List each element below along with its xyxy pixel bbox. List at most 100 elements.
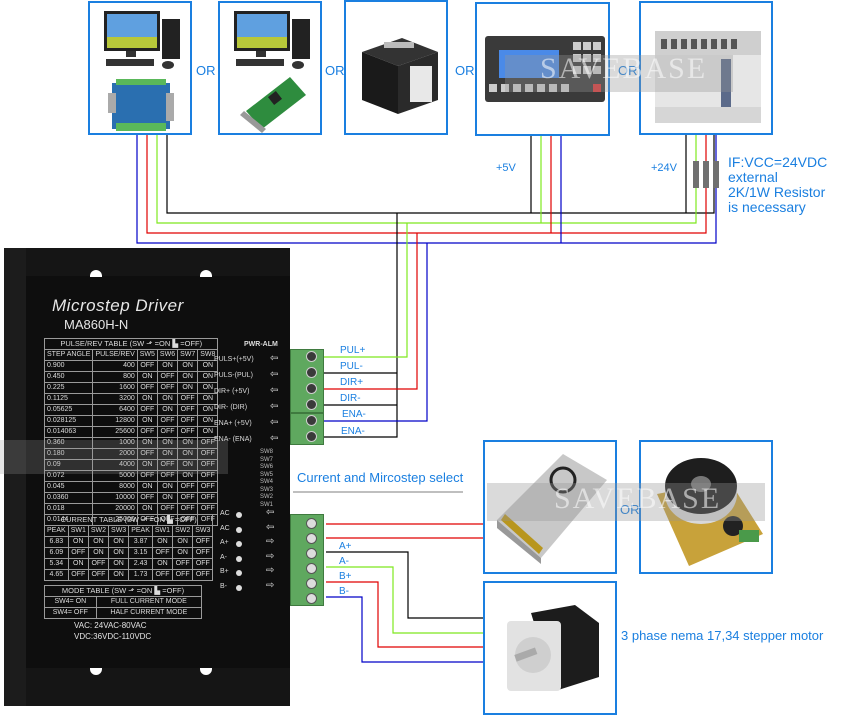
mount-hole: [200, 668, 212, 675]
wire-label-ena-1: ENA-: [342, 409, 366, 420]
power-pin-label: B-: [220, 582, 227, 590]
microstep-driver: Microstep Driver MA860H-N PULSE/REV TABL…: [4, 248, 290, 706]
signal-pin-label: PULS-(PUL): [214, 372, 253, 379]
switching-power-supply-icon: [497, 454, 607, 564]
wire-label-b-minus: B-: [339, 586, 349, 597]
arrow-left-icon: ⇦: [270, 401, 279, 412]
wire-label-ena-2: ENA-: [341, 426, 365, 437]
device-box-stepper-motor: [483, 581, 617, 715]
terminal-screw-icon: [306, 518, 317, 529]
terminal-screw-icon: [306, 367, 317, 378]
plus5v-label: +5V: [496, 162, 516, 174]
pulse-rev-table: PULSE/REV TABLE (SW ⬏ =ON ▙ =OFF) STEP A…: [43, 338, 219, 526]
wire-label-a-plus: A+: [339, 541, 352, 552]
wire-blue-top: [136, 133, 717, 244]
wire-label-pul-plus: PUL+: [340, 345, 366, 356]
terminal-screw-icon: [306, 533, 317, 544]
toroidal-transformer-icon: [657, 458, 763, 566]
arrow-left-icon: ⇦: [270, 385, 279, 396]
terminal-dot-icon: [236, 512, 242, 518]
watermark-strip-psu: [487, 483, 765, 521]
power-pin-label: B+: [220, 568, 229, 575]
dip-switch-label: SW8: [260, 449, 274, 455]
terminal-dot-icon: [236, 584, 242, 591]
wire-label-a-minus: A-: [339, 556, 349, 567]
dip-switch-label: SW1: [260, 501, 274, 508]
mount-hole: [90, 270, 102, 277]
wire-label-b-plus: B+: [339, 571, 352, 582]
stepper-motor-icon: [507, 605, 599, 691]
power-pin-label: A+: [220, 539, 229, 546]
mount-hole: [90, 668, 102, 675]
wire-green-top: [156, 133, 697, 224]
current-table-title: CURRENT TABLE (SW ⬏ =ON ▙ =OFF): [43, 514, 214, 526]
arrow-right-icon: ⇨: [266, 579, 275, 591]
driver-top-bracket: [26, 248, 290, 276]
watermark-strip-top: [505, 55, 733, 92]
wire-red-top: [146, 133, 707, 234]
terminal-screw-icon: [306, 563, 317, 574]
device-box-text-display: [475, 2, 610, 136]
power-pin-label: AC: [220, 524, 230, 532]
pc-monitor-icon: [234, 11, 310, 69]
driver-model: MA860H-N: [64, 317, 129, 332]
arrow-right-icon: ⇨: [266, 565, 275, 576]
terminal-screw-icon: [306, 431, 317, 442]
signal-pin-label: PULS+(+5V): [214, 356, 254, 363]
arrow-left-icon: ⇦: [270, 433, 279, 444]
driver-flange: [4, 248, 26, 706]
watermark-top: SAVEBASE: [540, 52, 708, 85]
terminal-dot-icon: [236, 526, 242, 533]
pc-monitor-icon: [104, 11, 180, 69]
terminal-dot-icon: [236, 541, 242, 547]
dip-switch-label: SW6: [260, 464, 274, 470]
pulse-table-title: PULSE/REV TABLE (SW ⬏ =ON ▙ =OFF): [43, 338, 219, 350]
signal-pin-label: ENA- (ENA): [214, 436, 252, 443]
wire-a-minus: [326, 566, 485, 634]
or-separator-3: OR: [455, 63, 475, 78]
signal-pin-label: DIR- (DIR): [214, 404, 248, 411]
or-separator-4: OR: [618, 63, 638, 78]
device-box-panel-controller: [344, 0, 448, 135]
device-box-pc-card: [218, 1, 322, 135]
power-spec: VAC: 24VAC-80VAC VDC:36VDC-110VDC: [74, 621, 152, 641]
terminal-dot-icon: [236, 570, 242, 576]
dip-switch-label: SW5: [260, 471, 274, 478]
wire-label-dir-plus: DIR+: [340, 377, 364, 388]
watermark-psu: SAVEBASE: [554, 482, 722, 515]
wire-black-top: [166, 133, 715, 214]
arrow-left-icon: ⇦: [266, 521, 275, 533]
arrow-right-icon: ⇨: [266, 550, 275, 562]
dip-switch-label: SW2: [260, 494, 274, 500]
dip-switch-label: SW7: [260, 456, 274, 463]
mount-hole: [200, 270, 212, 277]
mode-table-title: MODE TABLE (SW ⬏ =ON ▙ =OFF): [44, 585, 202, 597]
or-separator-2: OR: [325, 63, 345, 78]
arrow-left-icon: ⇦: [266, 507, 275, 518]
terminal-screw-icon: [306, 593, 317, 604]
wire-b-minus: [326, 596, 485, 663]
resistor-2: [703, 161, 709, 188]
device-box-pc-breakout: [88, 1, 192, 135]
terminal-screw-icon: [306, 351, 317, 362]
dip-switch-label: SW4: [260, 479, 274, 485]
wire-red-down: [320, 233, 418, 390]
current-table: CURRENT TABLE (SW ⬏ =ON ▙ =OFF) PEAK SW1…: [43, 514, 214, 581]
resistor-note: IF:VCC=24VDC external 2K/1W Resistor is …: [728, 154, 828, 215]
signal-pin-label: ENA+ (+5V): [214, 420, 252, 427]
wire-a-plus: [326, 551, 485, 619]
terminal-dot-icon: [236, 555, 242, 562]
device-box-toroidal: [639, 440, 773, 574]
terminal-screw-icon: [306, 383, 317, 394]
dip-switch-label: SW3: [260, 486, 274, 493]
driver-bottom-bracket: [26, 668, 290, 706]
